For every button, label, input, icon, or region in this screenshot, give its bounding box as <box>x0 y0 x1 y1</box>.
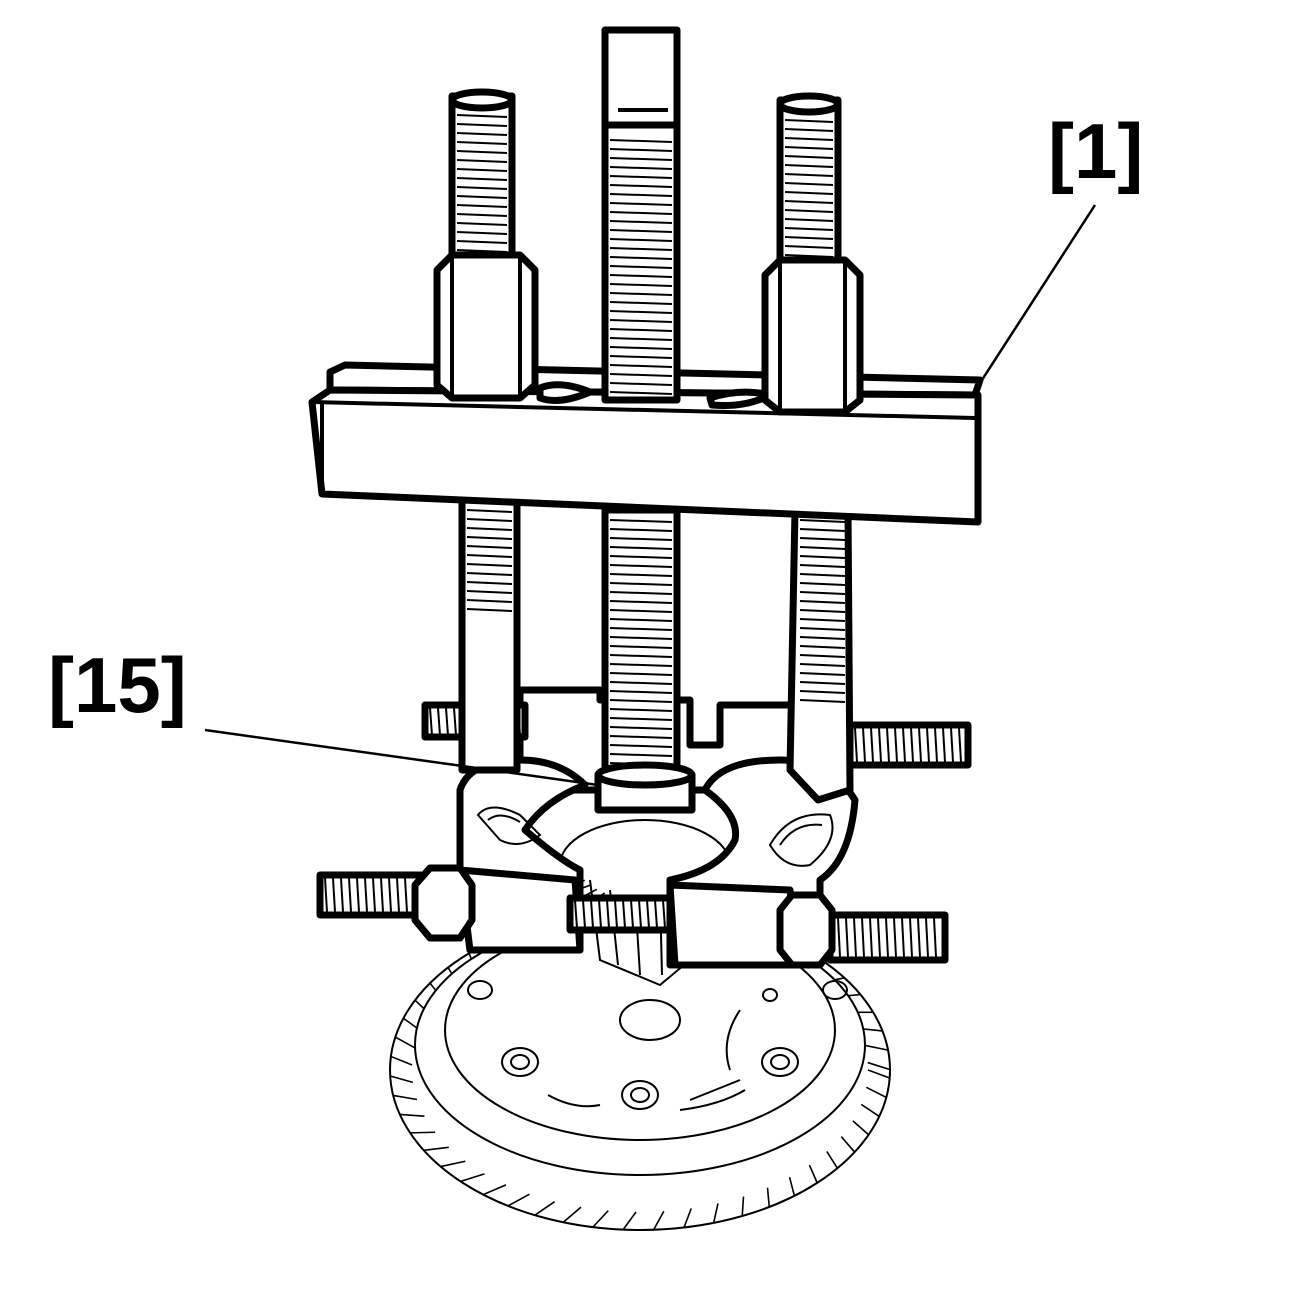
helical-gear <box>389 909 891 1231</box>
puller-tool <box>308 26 984 814</box>
callout-label-15: [15] <box>48 641 187 729</box>
callout-bearing: [15] <box>48 641 599 787</box>
callout-label-1: [1] <box>1048 107 1143 195</box>
callout-puller: [1] <box>978 107 1143 384</box>
